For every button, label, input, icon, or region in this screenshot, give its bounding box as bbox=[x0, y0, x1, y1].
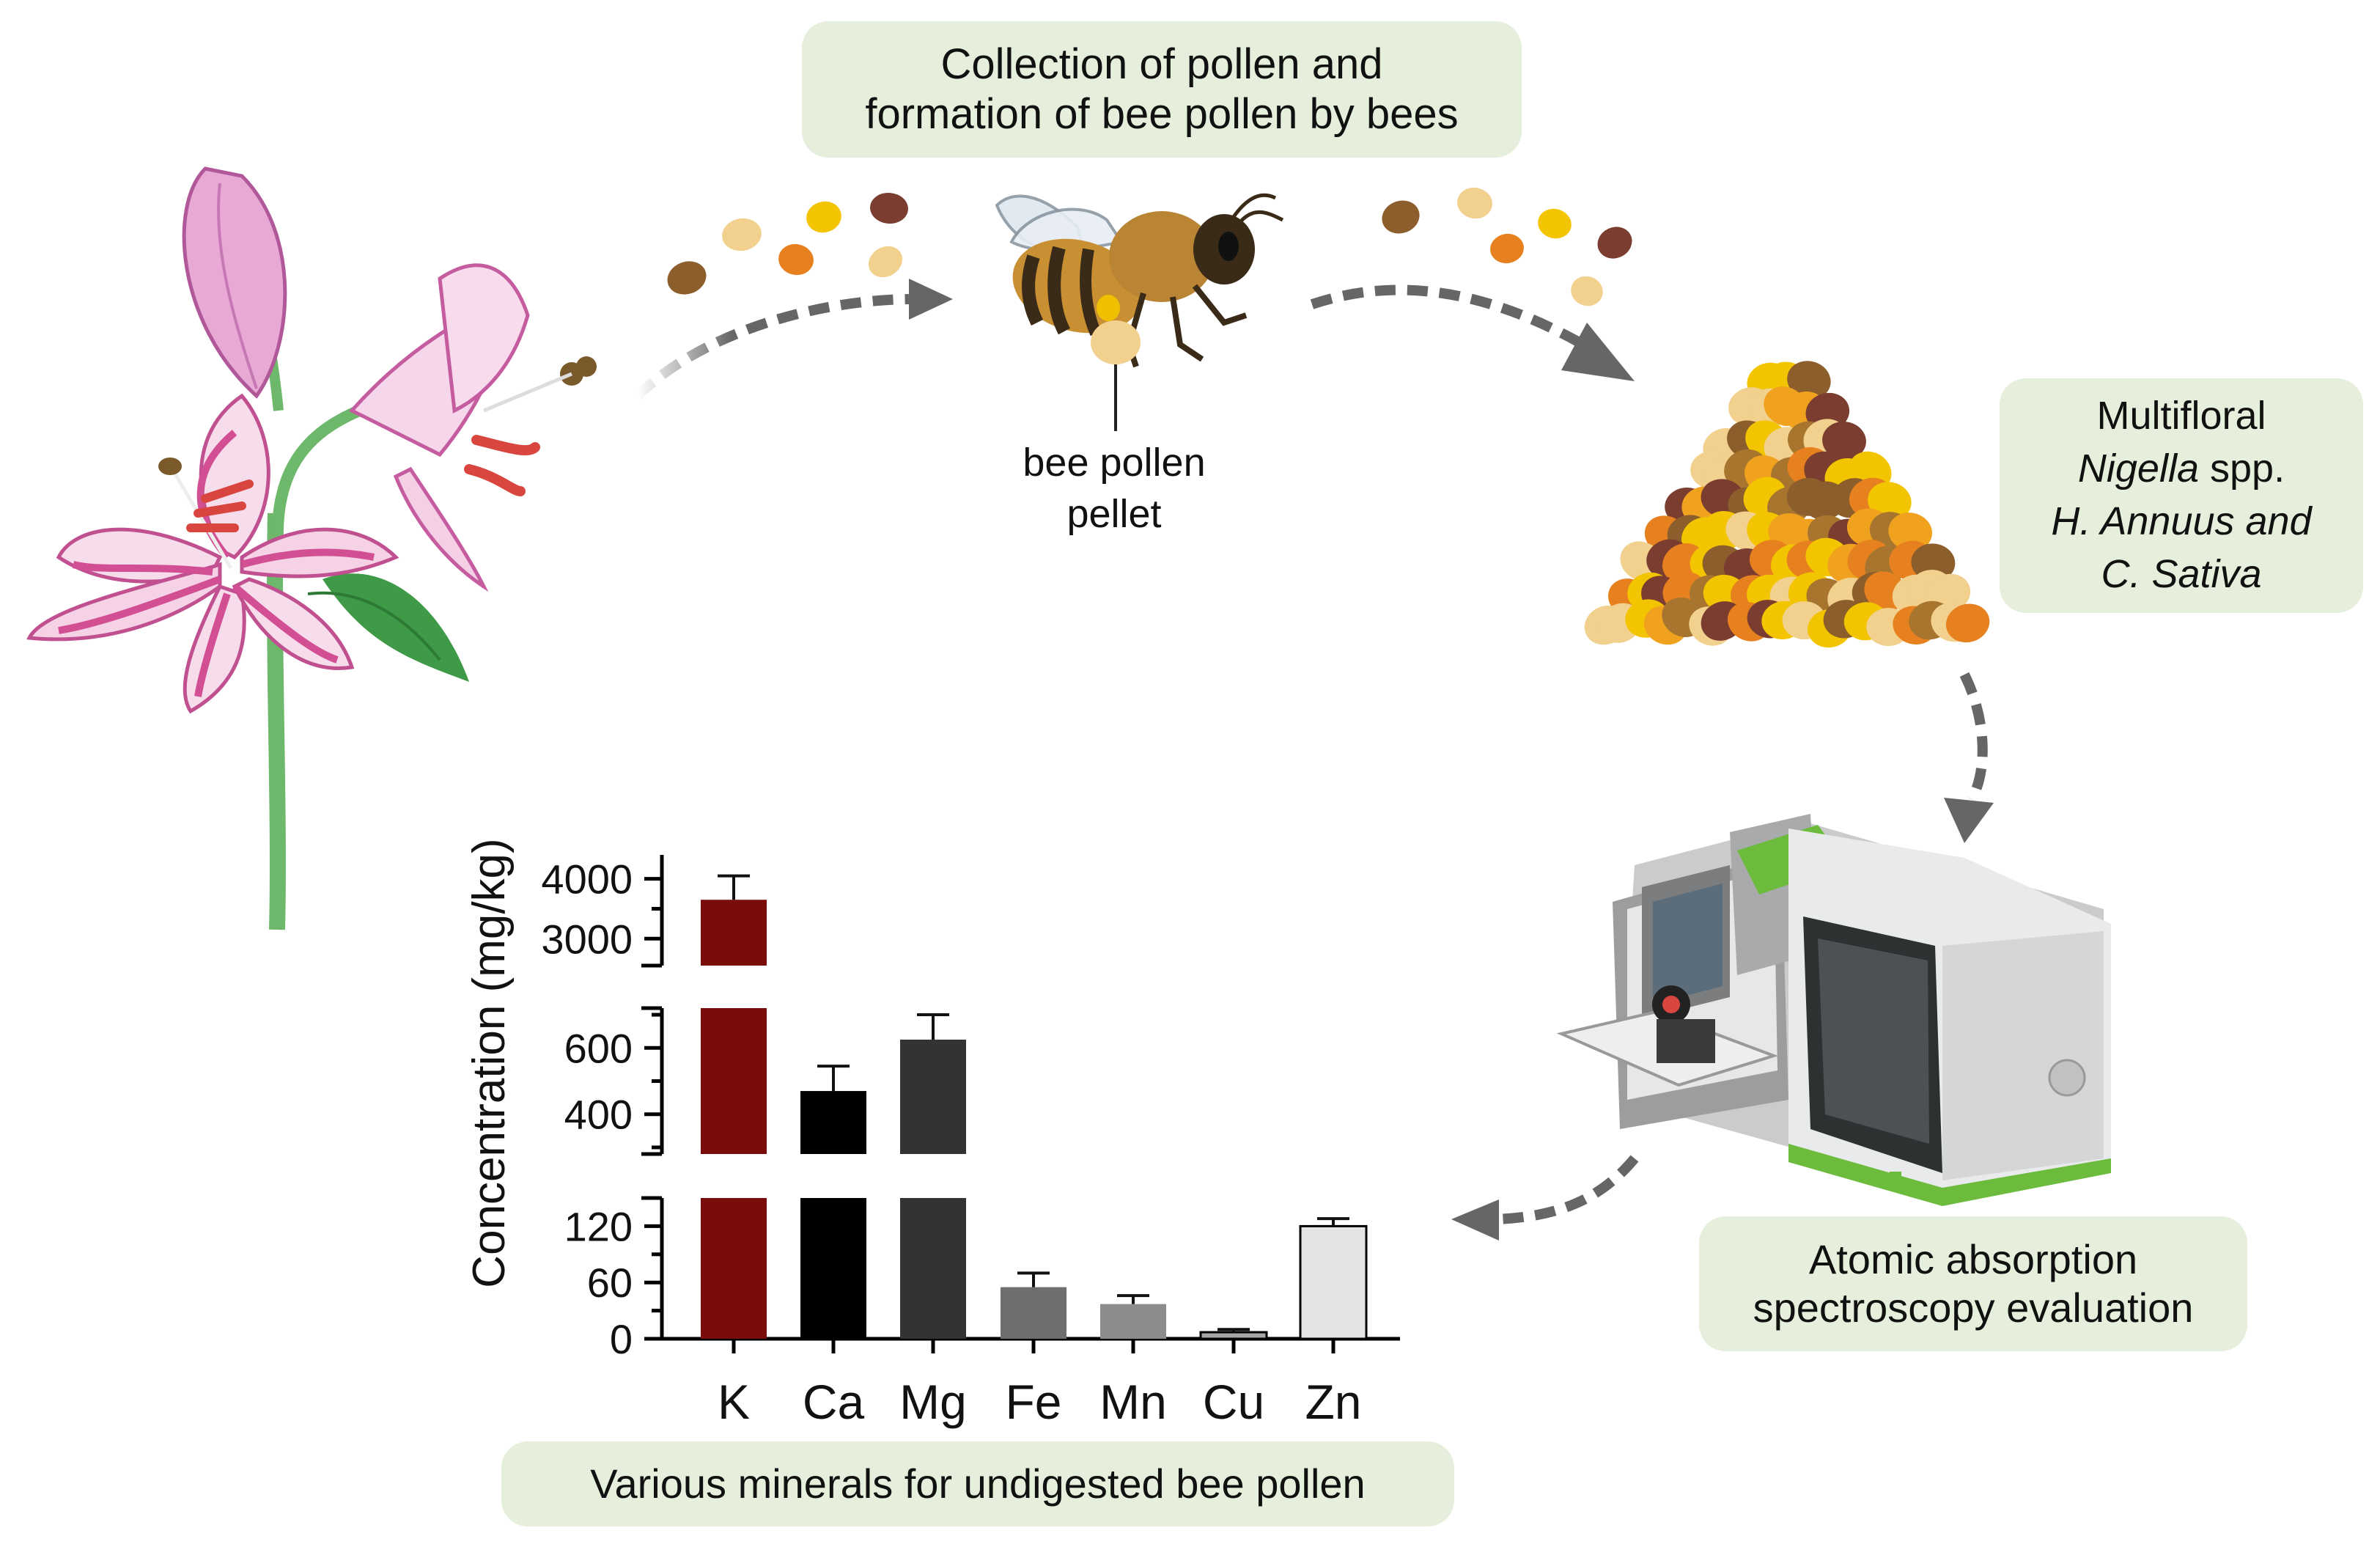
pollen-pellets-left bbox=[667, 192, 908, 295]
x-tick-label-Mn: Mn bbox=[1099, 1375, 1167, 1429]
y-tick-label: 4000 bbox=[541, 856, 633, 903]
pile-pellet bbox=[1822, 422, 1866, 460]
x-tick-label-Fe: Fe bbox=[1005, 1375, 1061, 1429]
x-tick-label-Mg: Mg bbox=[899, 1375, 967, 1429]
sources-line-4: C. Sativa bbox=[2101, 551, 2262, 596]
bar-K bbox=[701, 900, 767, 966]
pollen-collection-label-box: Collection of pollen and formation of be… bbox=[802, 21, 1522, 158]
pollen-collection-line-1: Collection of pollen and bbox=[940, 40, 1383, 88]
aas-line-1: Atomic absorption bbox=[1808, 1235, 2138, 1282]
bar-Mn bbox=[1100, 1304, 1166, 1339]
x-tick-label-Zn: Zn bbox=[1305, 1375, 1361, 1429]
pile-pellet bbox=[1787, 361, 1831, 400]
aas-evaluation-label-box: Atomic absorption spectroscopy evaluatio… bbox=[1699, 1216, 2247, 1351]
pollen-collection-line-2: formation of bee pollen by bees bbox=[865, 90, 1459, 138]
y-tick-label: 120 bbox=[564, 1203, 633, 1249]
bar-K bbox=[701, 1198, 767, 1339]
sources-line-1: Multifloral bbox=[2096, 394, 2266, 438]
aas-line-2: spectroscopy evaluation bbox=[1753, 1285, 2194, 1331]
arrow-flower-to-bee bbox=[634, 279, 953, 400]
minerals-caption-box: Various minerals for undigested bee poll… bbox=[501, 1441, 1454, 1526]
x-tick-label-Cu: Cu bbox=[1203, 1375, 1264, 1429]
pollen-pellets-right bbox=[1382, 187, 1632, 306]
sources-line-3: H. Annuus and bbox=[2051, 499, 2312, 543]
minerals-caption-text: Various minerals for undigested bee poll… bbox=[590, 1460, 1366, 1507]
bar-Cu bbox=[1199, 1331, 1268, 1340]
aas-instrument-illustration bbox=[1556, 814, 2111, 1206]
bar-Mg bbox=[900, 1039, 966, 1154]
bar-Fe bbox=[1001, 1287, 1066, 1339]
pellet-label-line-1: bee pollen bbox=[1023, 441, 1206, 485]
y-tick-label: 0 bbox=[610, 1316, 633, 1362]
y-axis-label: Concentration (mg/kg) bbox=[464, 838, 515, 1287]
pellet-label-line-2: pellet bbox=[1066, 492, 1162, 537]
y-tick-label: 600 bbox=[564, 1025, 633, 1071]
bar-Ca bbox=[800, 1198, 866, 1339]
pollen-sources-label-box: Multifloral Nigella spp. H. Annuus and C… bbox=[2000, 378, 2363, 613]
honeybee-illustration bbox=[995, 193, 1284, 368]
lily-flower-illustration bbox=[26, 166, 597, 930]
x-tick-label-Ca: Ca bbox=[803, 1375, 865, 1429]
y-tick-label: 60 bbox=[587, 1260, 633, 1306]
bee-pollen-pellet-label: bee pollen pellet bbox=[953, 437, 1275, 540]
pile-pellet bbox=[1888, 512, 1933, 551]
y-tick-label: 3000 bbox=[541, 916, 633, 962]
arrow-instrument-to-chart bbox=[1451, 1155, 1639, 1241]
bar-Ca bbox=[800, 1091, 866, 1154]
pollen-pile-illustration bbox=[1584, 361, 1990, 648]
bar-K bbox=[701, 1008, 767, 1154]
arrow-bee-to-pile bbox=[1310, 284, 1635, 381]
sources-line-2-genus: Nigella bbox=[2077, 447, 2199, 491]
x-tick-label-K: K bbox=[718, 1375, 750, 1429]
bar-Zn bbox=[1299, 1224, 1368, 1340]
bar-Mg bbox=[900, 1198, 966, 1339]
sources-line-2: Nigella spp. bbox=[2078, 443, 2285, 496]
arrow-pile-to-instrument bbox=[1944, 672, 1994, 843]
sources-line-2-rest: spp. bbox=[2199, 447, 2285, 491]
pile-pellet bbox=[1945, 603, 1990, 643]
y-tick-label: 400 bbox=[564, 1092, 633, 1138]
